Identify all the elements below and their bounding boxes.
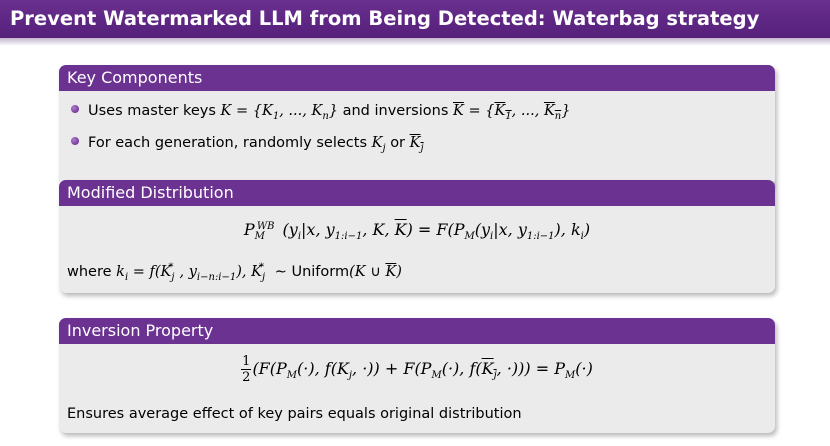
waterbag-distribution-equation: PMWB(yi|x, y1:i−1, K, K) = F(PM(yi|x, y1…: [243, 220, 591, 243]
bullet1-and: and inversions: [342, 103, 449, 119]
master-keys-formula: K = {K1, ..., Kn}: [220, 103, 338, 122]
key-j-formula: Kj: [371, 135, 386, 154]
bullet2-or: or: [390, 135, 406, 151]
inversion-property-heading: Inversion Property: [59, 318, 775, 344]
inversions-formula: K = {K1, ..., Kn}: [453, 103, 571, 122]
inversion-note: Ensures average effect of key pairs equa…: [67, 406, 522, 422]
bullet-icon: [71, 137, 79, 145]
key-definition-formula: ki = f(Kj*, yi−n:i−1), Kj* ∼: [116, 262, 287, 283]
bullet-icon: [71, 105, 79, 113]
bullet2-text: For each generation, randomly selects: [88, 135, 368, 151]
modified-distribution-heading: Modified Distribution: [59, 180, 775, 206]
bullet1-text: Uses master keys: [88, 103, 216, 119]
where-label: where: [67, 263, 112, 280]
key-components-body: Uses master keys K = {K1, ..., Kn} and i…: [59, 91, 775, 186]
inverse-key-j-formula: Kj: [409, 135, 424, 154]
bullet-random-select: For each generation, randomly selects Kj…: [71, 135, 424, 154]
uniform-set-formula: (K ∪ K): [349, 263, 402, 280]
slide-title: Prevent Watermarked LLM from Being Detec…: [0, 0, 830, 46]
uniform-label: Uniform: [291, 263, 350, 280]
modified-distribution-body: PMWB(yi|x, y1:i−1, K, K) = F(PM(yi|x, y1…: [59, 206, 775, 293]
key-definition-line: where ki = f(Kj*, yi−n:i−1), Kj* ∼ Unifo…: [67, 262, 402, 283]
bullet-master-keys: Uses master keys K = {K1, ..., Kn} and i…: [71, 103, 570, 122]
key-components-block: Key Components Uses master keys K = {K1,…: [59, 65, 775, 186]
modified-distribution-block: Modified Distribution PMWB(yi|x, y1:i−1,…: [59, 180, 775, 293]
key-components-heading: Key Components: [59, 65, 775, 91]
